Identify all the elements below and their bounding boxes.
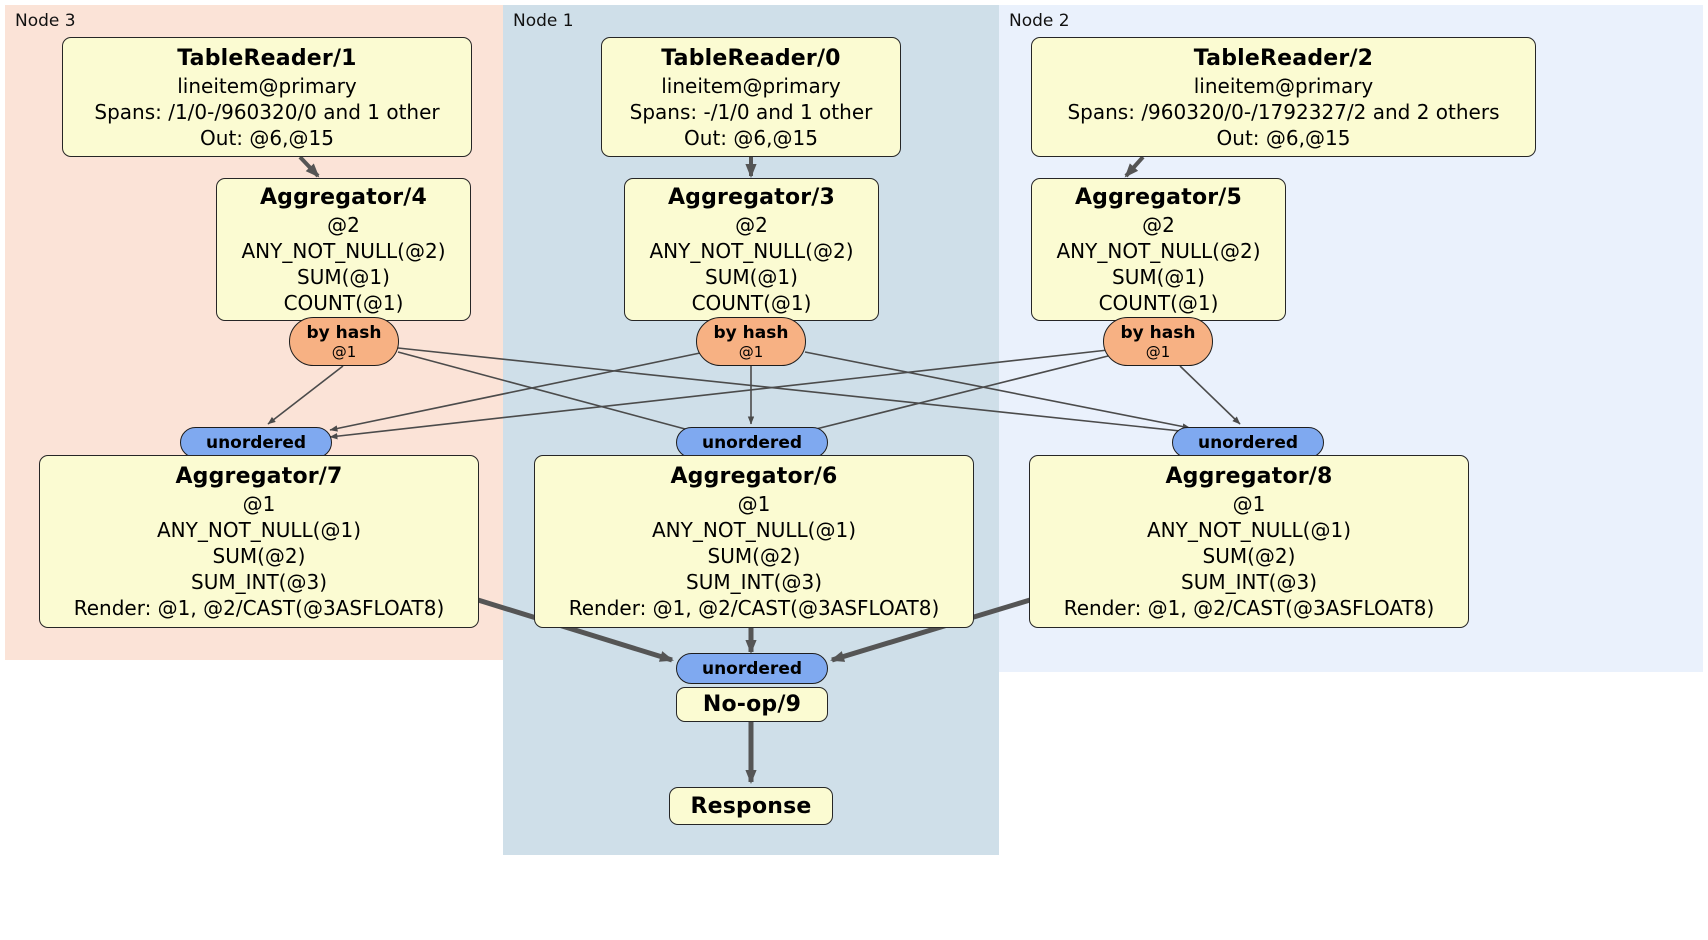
pill-sublabel: @1 xyxy=(738,342,764,361)
edge-hash-center-to-unordered-right xyxy=(804,351,1191,430)
edge-hash-left-to-unordered-right xyxy=(397,347,1191,435)
box-line: ANY_NOT_NULL(@1) xyxy=(652,518,856,542)
box-line: COUNT(@1) xyxy=(1098,291,1219,315)
pill-by-hash-node-1[interactable]: by hash @1 xyxy=(696,317,806,366)
box-line: Render: @1, @2/CAST(@3ASFLOAT8) xyxy=(568,596,940,620)
box-line: Out: @6,@15 xyxy=(684,125,818,150)
box-line: lineitem@primary xyxy=(177,73,357,98)
box-line: @1 xyxy=(737,492,771,516)
edge-tr2-agg5 xyxy=(1124,155,1145,178)
box-line: Render: @1, @2/CAST(@3ASFLOAT8) xyxy=(73,596,445,620)
edge-hash-left-to-unordered-left xyxy=(267,365,344,425)
pill-label: unordered xyxy=(701,658,803,679)
box-line: SUM(@1) xyxy=(1112,265,1205,289)
pill-label: by hash xyxy=(1120,322,1196,343)
edge-hash-right-to-unordered-right xyxy=(1179,365,1241,425)
box-line: @2 xyxy=(735,213,768,237)
panel-node-1-label: Node 1 xyxy=(513,11,574,31)
pill-by-hash-node-2[interactable]: by hash @1 xyxy=(1103,317,1213,366)
box-title: TableReader/1 xyxy=(177,45,357,71)
box-line: SUM(@1) xyxy=(705,265,798,289)
box-line: lineitem@primary xyxy=(661,73,841,98)
box-title: Aggregator/8 xyxy=(1165,464,1333,489)
box-title: No-op/9 xyxy=(702,692,802,717)
box-line: @2 xyxy=(327,213,360,237)
box-title: Aggregator/7 xyxy=(175,464,343,489)
box-title: Aggregator/4 xyxy=(259,185,428,210)
box-line: ANY_NOT_NULL(@2) xyxy=(649,239,854,263)
box-title: Aggregator/6 xyxy=(670,464,838,489)
box-tablereader-0[interactable]: TableReader/0 lineitem@primary Spans: -/… xyxy=(601,37,901,157)
edge-tr1-agg4 xyxy=(298,155,320,178)
box-aggregator-4[interactable]: Aggregator/4 @2 ANY_NOT_NULL(@2) SUM(@1)… xyxy=(216,178,471,321)
box-line: ANY_NOT_NULL(@2) xyxy=(241,239,446,263)
pill-by-hash-node-3[interactable]: by hash @1 xyxy=(289,317,399,366)
edge-hash-left-to-unordered-center xyxy=(397,351,701,435)
box-aggregator-5[interactable]: Aggregator/5 @2 ANY_NOT_NULL(@2) SUM(@1)… xyxy=(1031,178,1286,321)
box-aggregator-3[interactable]: Aggregator/3 @2 ANY_NOT_NULL(@2) SUM(@1)… xyxy=(624,178,879,321)
pill-unordered-final[interactable]: unordered xyxy=(676,653,828,684)
box-title: Aggregator/5 xyxy=(1074,185,1243,210)
pill-sublabel: @1 xyxy=(331,342,357,361)
pill-label: unordered xyxy=(205,432,307,453)
box-title: TableReader/0 xyxy=(661,45,841,71)
box-title: TableReader/2 xyxy=(1193,45,1374,71)
pill-sublabel: @1 xyxy=(1145,342,1171,361)
box-line: ANY_NOT_NULL(@1) xyxy=(157,518,361,542)
edge-agg7-to-final xyxy=(477,597,674,663)
box-line: @1 xyxy=(1232,492,1266,516)
pill-unordered-node-1[interactable]: unordered xyxy=(676,427,828,458)
box-line: SUM_INT(@3) xyxy=(191,570,327,594)
box-line: SUM(@2) xyxy=(707,544,801,568)
panel-node-3-label: Node 3 xyxy=(15,11,76,31)
box-line: COUNT(@1) xyxy=(283,291,404,315)
box-aggregator-7[interactable]: Aggregator/7 @1 ANY_NOT_NULL(@1) SUM(@2)… xyxy=(39,455,479,628)
box-line: SUM_INT(@3) xyxy=(686,570,822,594)
box-title: Response xyxy=(690,793,812,819)
pill-unordered-node-3[interactable]: unordered xyxy=(180,427,332,458)
box-no-op-9[interactable]: No-op/9 xyxy=(676,687,828,722)
box-response[interactable]: Response xyxy=(669,787,833,825)
box-line: @1 xyxy=(242,492,276,516)
box-line: lineitem@primary xyxy=(1193,73,1374,98)
box-line: COUNT(@1) xyxy=(691,291,812,315)
box-line: SUM(@1) xyxy=(297,265,390,289)
panel-node-2-label: Node 2 xyxy=(1009,11,1070,31)
pill-label: by hash xyxy=(306,322,382,343)
box-line: SUM_INT(@3) xyxy=(1181,570,1317,594)
pill-label: unordered xyxy=(701,432,803,453)
box-tablereader-2[interactable]: TableReader/2 lineitem@primary Spans: /9… xyxy=(1031,37,1536,157)
box-line: Render: @1, @2/CAST(@3ASFLOAT8) xyxy=(1063,596,1435,620)
box-line: Spans: -/1/0 and 1 other xyxy=(629,99,873,124)
pill-label: unordered xyxy=(1197,432,1299,453)
edge-hash-right-to-unordered-left xyxy=(329,349,1109,440)
box-line: Out: @6,@15 xyxy=(200,125,334,150)
edge-hash-center-to-unordered-left xyxy=(329,352,701,432)
pill-label: by hash xyxy=(713,322,789,343)
box-line: Spans: /1/0-/960320/0 and 1 other xyxy=(94,99,440,124)
box-line: @2 xyxy=(1142,213,1175,237)
box-aggregator-6[interactable]: Aggregator/6 @1 ANY_NOT_NULL(@1) SUM(@2)… xyxy=(534,455,974,628)
edge-agg8-to-final xyxy=(830,597,1031,663)
box-aggregator-8[interactable]: Aggregator/8 @1 ANY_NOT_NULL(@1) SUM(@2)… xyxy=(1029,455,1469,628)
box-line: SUM(@2) xyxy=(1202,544,1296,568)
box-line: SUM(@2) xyxy=(212,544,306,568)
pill-unordered-node-2[interactable]: unordered xyxy=(1172,427,1324,458)
box-line: ANY_NOT_NULL(@1) xyxy=(1147,518,1351,542)
box-title: Aggregator/3 xyxy=(667,185,836,210)
box-tablereader-1[interactable]: TableReader/1 lineitem@primary Spans: /1… xyxy=(62,37,472,157)
box-line: ANY_NOT_NULL(@2) xyxy=(1056,239,1261,263)
box-line: Spans: /960320/0-/1792327/2 and 2 others xyxy=(1067,99,1500,124)
box-line: Out: @6,@15 xyxy=(1216,125,1351,150)
edge-hash-right-to-unordered-center xyxy=(799,355,1109,435)
